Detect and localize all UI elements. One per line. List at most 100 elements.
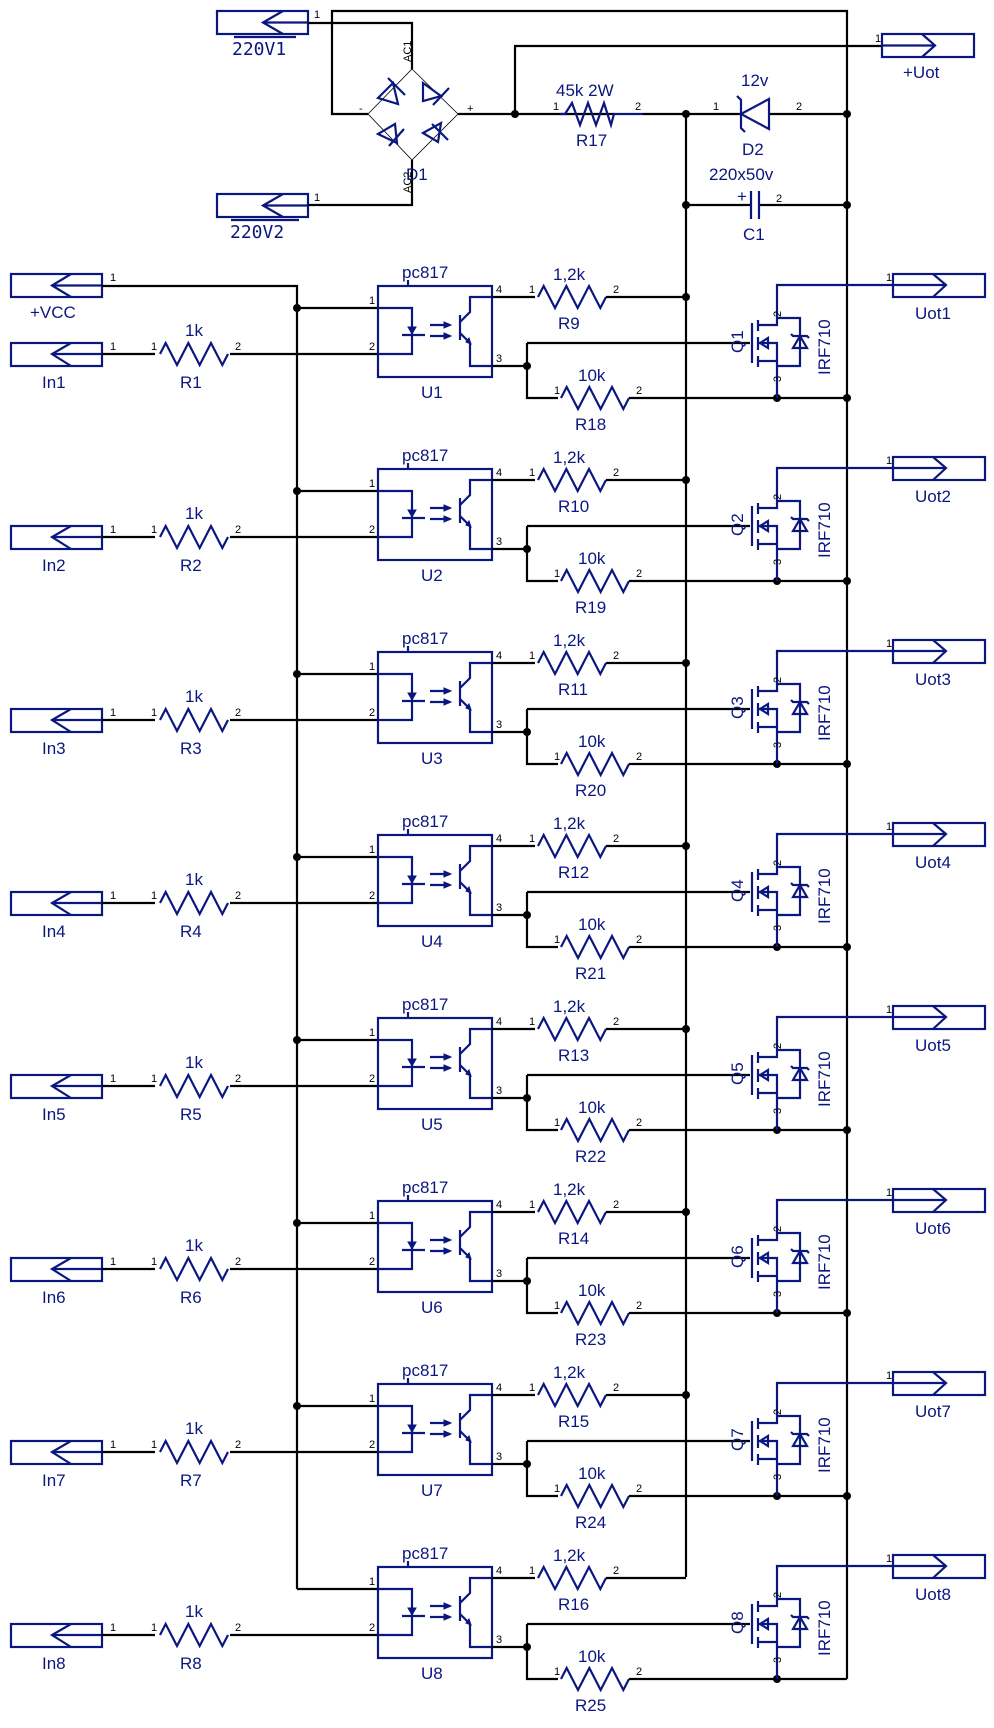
svg-text:4: 4 [496,833,502,845]
svg-text:1: 1 [110,1622,116,1634]
svg-text:2: 2 [636,1300,642,1312]
led-icon [407,1424,417,1434]
mosfet-ref: Q6 [728,1245,747,1268]
svg-text:3: 3 [772,1291,784,1297]
svg-text:1: 1 [151,1073,157,1085]
svg-text:1: 1 [369,478,375,490]
mosfet-type: IRF710 [815,1051,834,1107]
svg-text:2: 2 [636,385,642,397]
wire-ac2 [308,160,414,207]
capacitor-c1[interactable]: 220x50v + 2 C1 [709,165,782,244]
wire [525,526,558,583]
wire [525,892,558,949]
svg-text:3: 3 [772,1657,784,1663]
resistor-ref: R12 [558,863,589,882]
zener-diode-d2[interactable]: 12v D2 1 2 [713,71,802,159]
svg-text:1: 1 [151,890,157,902]
resistor-ref: R2 [180,556,202,575]
port-vcc[interactable]: 1 +VCC [9,272,116,322]
port-220v1[interactable]: 220V1 1 [215,9,320,60]
port-uot[interactable]: 1 +Uot [875,32,976,82]
resistor-ref: R23 [575,1330,606,1349]
svg-text:+: + [737,187,747,206]
svg-text:2: 2 [235,707,241,719]
input-label: In3 [42,739,66,758]
svg-text:2: 2 [613,467,619,479]
output-label: Uot5 [915,1036,951,1055]
wire-vcc-rail [102,284,299,1589]
opto-type: pc817 [402,263,448,282]
svg-text:1: 1 [151,524,157,536]
opto-ref: U4 [421,932,443,951]
junction [293,487,301,495]
input-label: In6 [42,1288,66,1307]
mosfet-type: IRF710 [815,502,834,558]
port-220v2[interactable]: 220V2 1 [215,192,320,243]
resistor-r17[interactable]: 45k 2W R17 1 2 [553,81,643,150]
svg-text:2: 2 [772,677,784,683]
svg-text:2: 2 [776,193,782,205]
bridge-rectifier-d1[interactable]: - + AC1 AC2 D1 [359,41,473,193]
svg-text:AC2: AC2 [402,172,414,193]
svg-text:2: 2 [636,1666,642,1678]
svg-text:2: 2 [636,1117,642,1129]
